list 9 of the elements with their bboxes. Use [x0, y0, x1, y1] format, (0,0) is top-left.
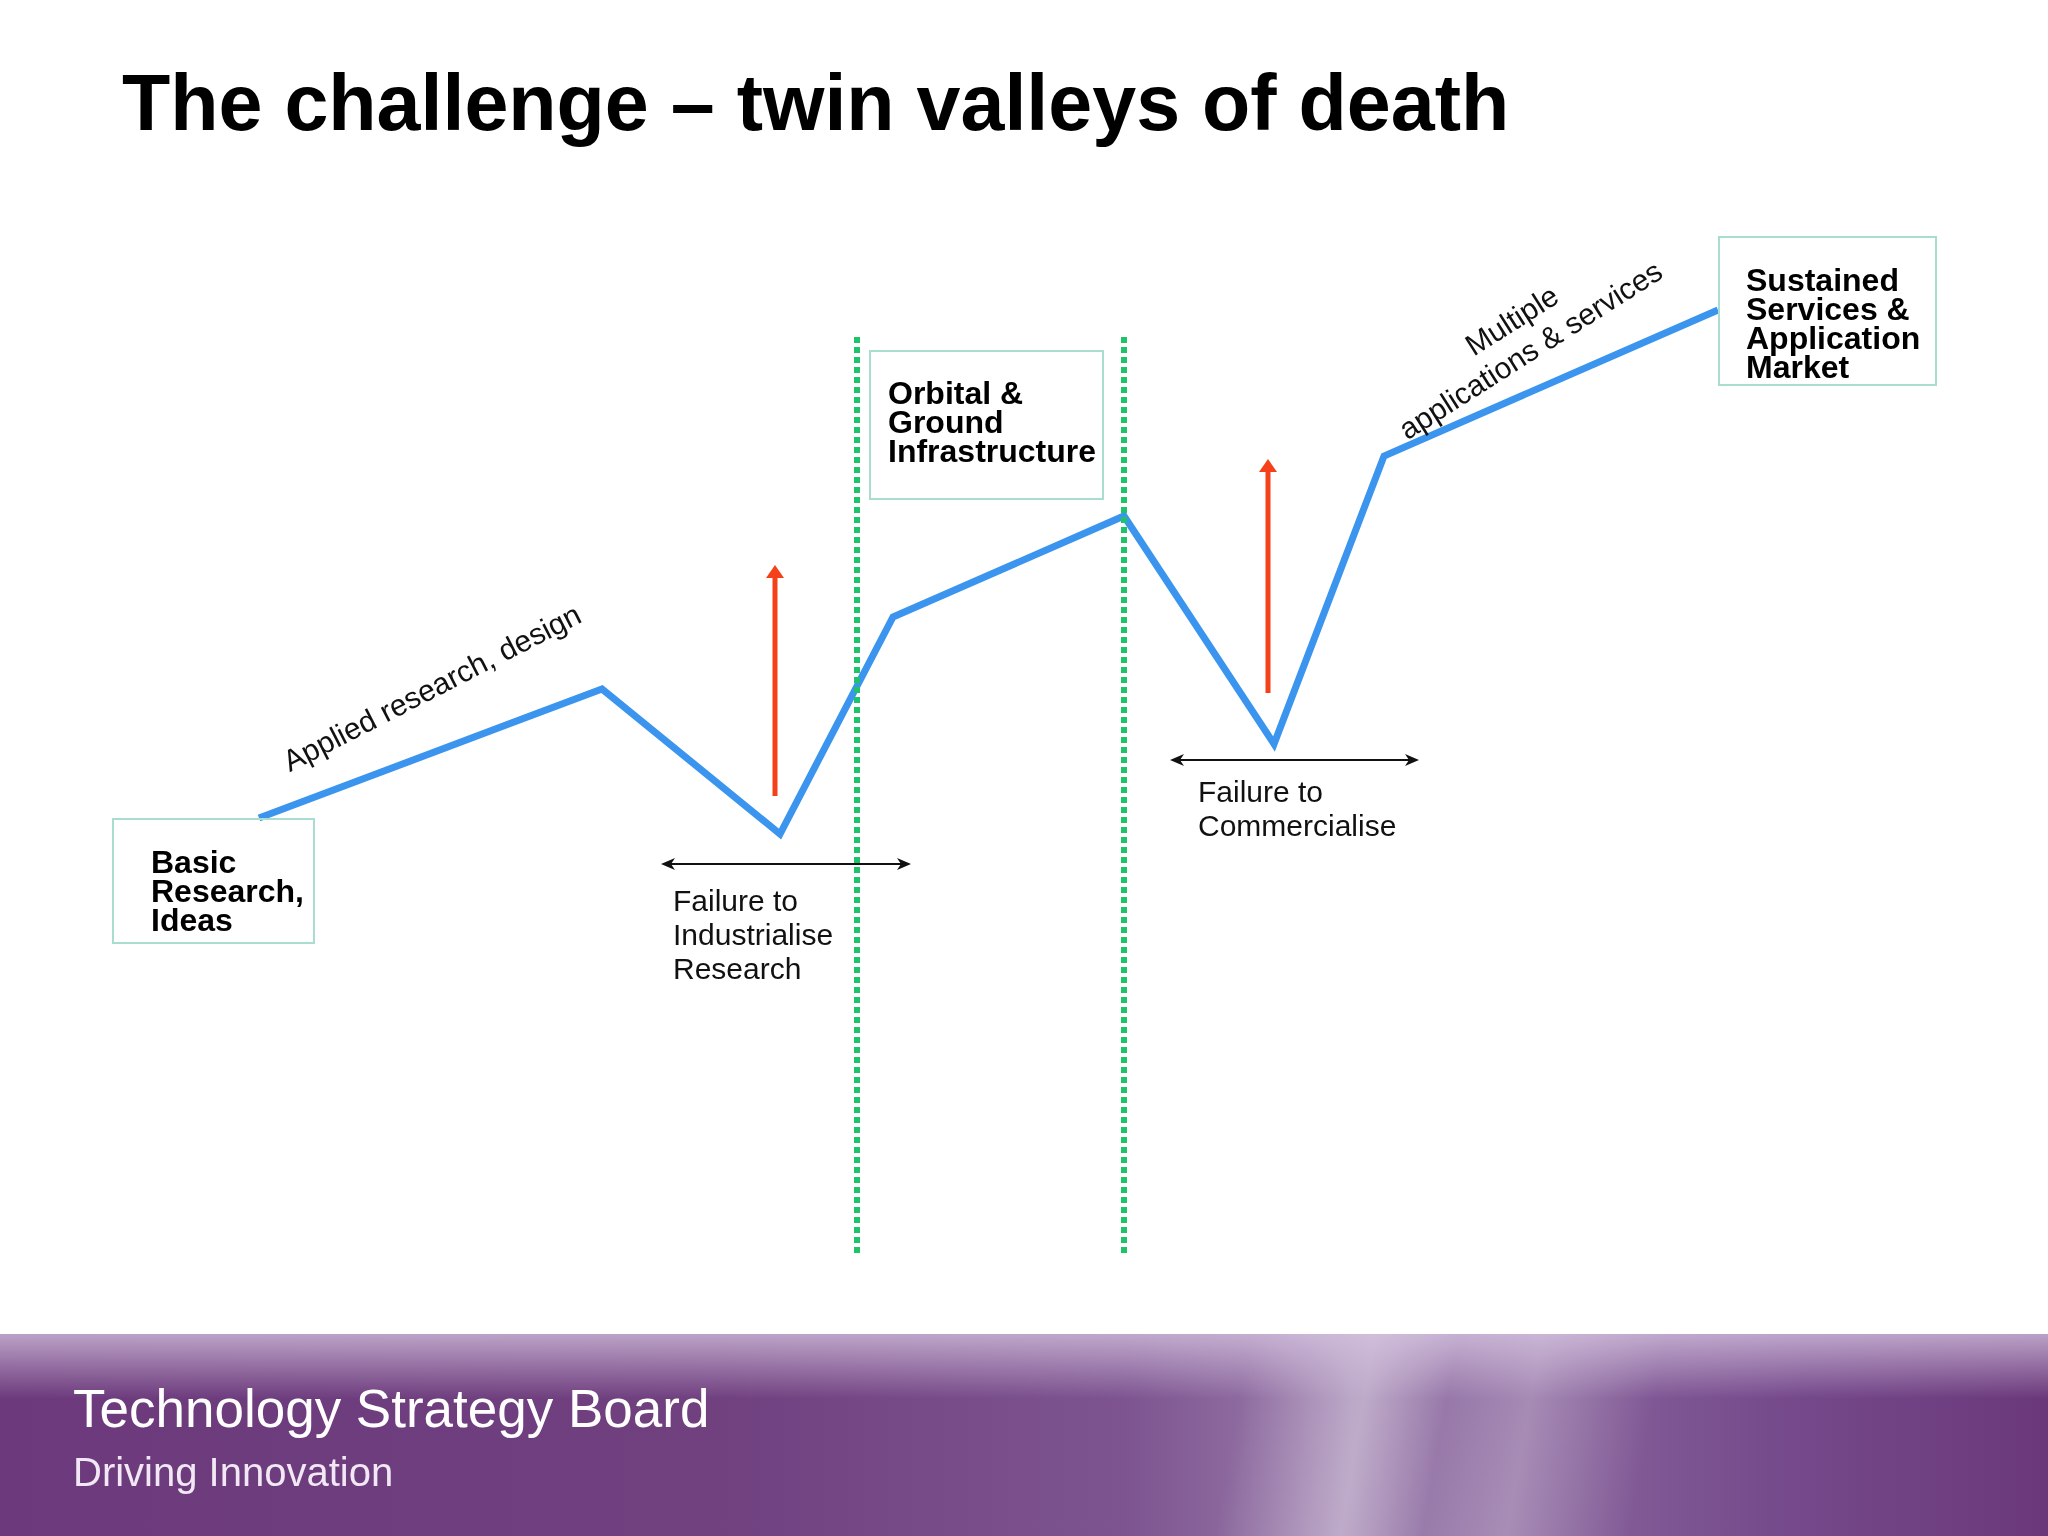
stage-box: Sustained Services & Application Market: [1718, 236, 1937, 386]
stage-box: Orbital & Ground Infrastructure: [869, 350, 1104, 500]
tagline: Driving Innovation: [73, 1449, 394, 1496]
stage-box: Basic Research, Ideas: [112, 818, 315, 944]
trend-line: [257, 306, 1720, 840]
slide-title: The challenge – twin valleys of death: [122, 57, 1510, 149]
annotation-text: Failure to Industrialise Research: [673, 884, 835, 986]
annotation-text: Failure to Commercialise: [1198, 775, 1398, 843]
organisation-name: Technology Strategy Board: [73, 1378, 710, 1440]
